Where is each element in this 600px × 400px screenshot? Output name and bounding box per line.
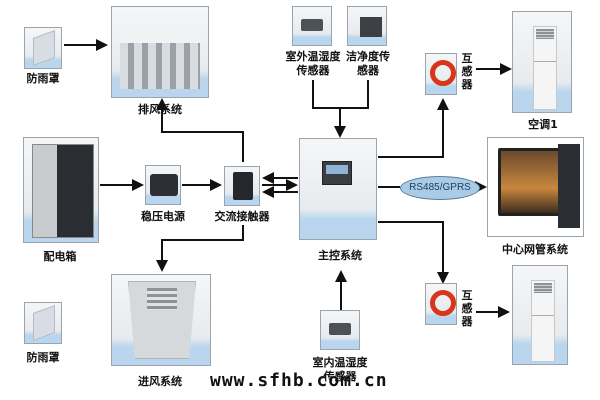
control-cabinet-icon [322, 161, 352, 185]
distribution-box[interactable] [23, 137, 99, 243]
air-conditioner-icon [533, 26, 557, 110]
indoor-th-sensor-label-1: 室内温湿度 [312, 356, 368, 369]
transformer-bottom-label-1: 互 [461, 289, 473, 302]
exhaust-system-label: 排风系统 [138, 103, 182, 116]
sensor-icon [301, 19, 323, 31]
cleanliness-sensor[interactable] [347, 6, 387, 46]
wire-contactor-intake [156, 225, 244, 272]
power-supply-icon [150, 174, 178, 196]
cleanliness-sensor-label-2: 感器 [357, 64, 379, 77]
transformer-bottom-label-2: 感 [461, 302, 473, 315]
current-transformer-icon [430, 60, 456, 86]
main-control-label: 主控系统 [318, 249, 362, 262]
wire-main-transformer-bottom [378, 221, 449, 284]
rain-cover-top-label: 防雨罩 [26, 72, 60, 85]
exhaust-fan-icon [120, 33, 200, 89]
distribution-box-label: 配电箱 [43, 250, 77, 263]
rs485-gprs-link: RS485/GPRS [400, 176, 480, 200]
central-management[interactable] [487, 137, 584, 237]
contactor-icon [233, 172, 253, 200]
outdoor-th-sensor[interactable] [292, 6, 332, 46]
wire-contactor-exhaust [156, 98, 244, 162]
sensor-icon [360, 17, 382, 37]
watermark: www.sfhb.com.cn [210, 370, 388, 391]
transformer-top[interactable] [425, 53, 457, 95]
transformer-bottom-label-3: 器 [461, 315, 473, 328]
air-conditioner-1-label: 空调1 [528, 118, 558, 131]
cleanliness-sensor-label-1: 洁净度传 [346, 50, 390, 63]
sensor-icon [329, 323, 351, 335]
wire-outdoor-sensor [312, 80, 369, 109]
exhaust-system[interactable] [111, 6, 209, 98]
computer-icon [498, 148, 564, 216]
rain-cover-bottom-label: 防雨罩 [26, 351, 60, 364]
transformer-top-label-3: 器 [461, 78, 473, 91]
outdoor-th-sensor-label-2: 传感器 [296, 64, 330, 77]
rain-cover-icon [33, 29, 55, 67]
distribution-box-icon [32, 144, 94, 238]
intake-system[interactable] [111, 274, 211, 366]
rain-cover-top[interactable] [24, 27, 62, 69]
transformer-bottom[interactable] [425, 283, 457, 325]
voltage-regulator[interactable] [145, 165, 181, 205]
computer-tower-icon [558, 144, 580, 228]
rain-cover-bottom[interactable] [24, 302, 62, 344]
outdoor-th-sensor-label-1: 室外温湿度 [285, 50, 341, 63]
air-conditioner-2[interactable] [512, 265, 568, 365]
main-control[interactable] [299, 138, 377, 240]
indoor-th-sensor-label-2: 传感器 [323, 370, 357, 383]
transformer-top-label-1: 互 [461, 52, 473, 65]
central-management-label: 中心网管系统 [502, 243, 568, 256]
voltage-regulator-label: 稳压电源 [141, 210, 185, 223]
transformer-top-label-2: 感 [461, 65, 473, 78]
ac-contactor-label: 交流接触器 [214, 210, 270, 223]
air-conditioner-icon [531, 280, 555, 362]
current-transformer-icon [430, 290, 456, 316]
air-conditioner-1[interactable] [512, 11, 572, 113]
intake-fan-icon [128, 281, 196, 359]
wire-main-transformer-top [378, 98, 449, 158]
indoor-th-sensor[interactable] [320, 310, 360, 350]
rain-cover-icon [33, 304, 55, 342]
intake-system-label: 进风系统 [138, 375, 182, 388]
ac-contactor[interactable] [224, 166, 260, 206]
